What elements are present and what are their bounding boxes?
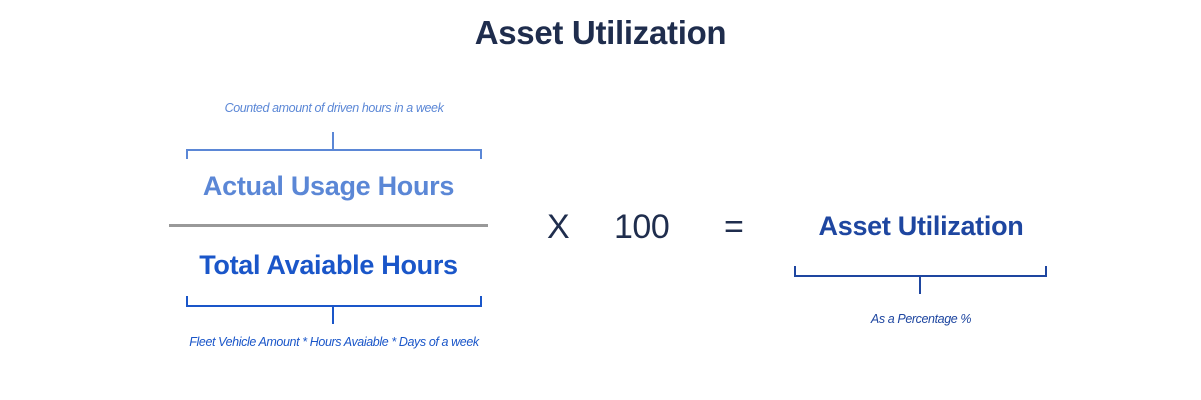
fraction-divider bbox=[169, 224, 488, 227]
equals-sign: = bbox=[724, 208, 744, 246]
multiplier-value: 100 bbox=[614, 208, 670, 246]
multiply-sign: X bbox=[547, 208, 570, 246]
numerator-note: Counted amount of driven hours in a week bbox=[224, 101, 444, 115]
numerator-term: Actual Usage Hours bbox=[202, 171, 455, 201]
page-title: Asset Utilization bbox=[474, 14, 727, 51]
result-term: Asset Utilization bbox=[818, 211, 1024, 241]
denominator-term: Total Avaiable Hours bbox=[199, 250, 458, 280]
denominator-note: Fleet Vehicle Amount * Hours Avaiable * … bbox=[189, 335, 479, 349]
result-note: As a Percentage % bbox=[870, 312, 972, 326]
